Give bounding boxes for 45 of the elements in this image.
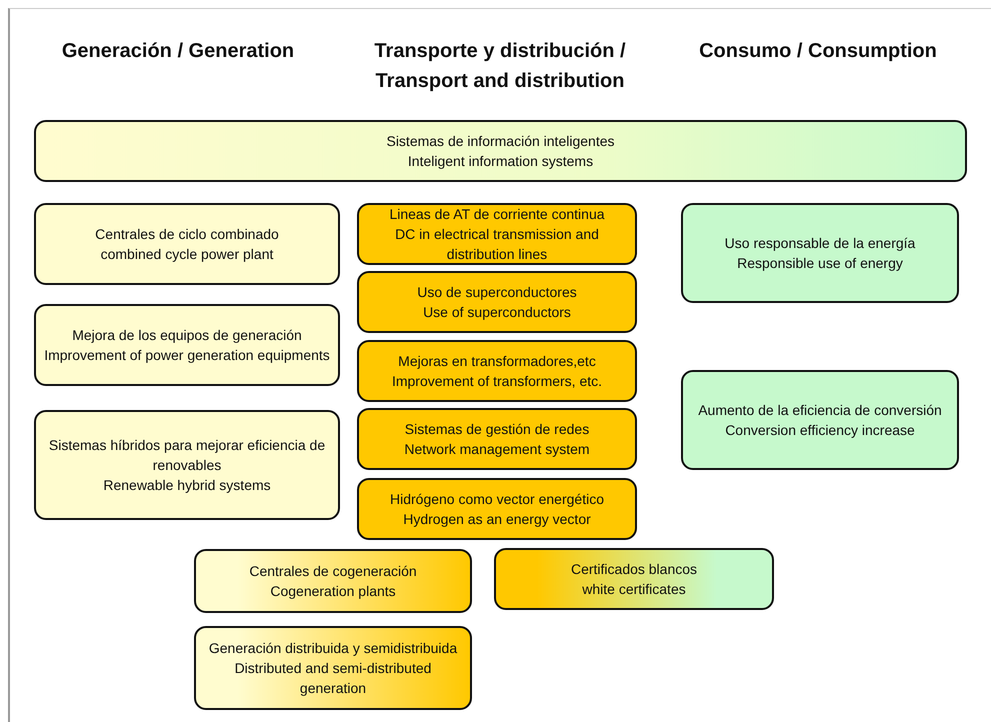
topic-box [34,410,340,520]
topic-text: Inteligent information systems [408,152,594,171]
topic-box [357,478,637,540]
topic-box [494,548,774,610]
topic-text: Sistemas de información inteligentes [386,132,614,151]
topic-box [681,203,959,303]
topic-text: Sistemas híbridos para mejorar eficiencia de renovables [48,436,326,475]
topic-text: Renewable hybrid systems [103,476,271,495]
topic-box [34,203,340,285]
topic-text: combined cycle power plant [100,245,274,264]
topic-text: Uso responsable de la energía [724,234,916,253]
topic-text: Uso de superconductores [417,283,577,302]
topic-box [357,203,637,265]
topic-box [681,370,959,470]
topic-text: Centrales de ciclo combinado [95,225,279,244]
topic-text: Cogeneration plants [270,582,396,601]
topic-text: Responsible use of energy [737,254,903,273]
topic-box [34,120,967,182]
topic-text: Use of superconductors [423,303,571,322]
topic-text: DC in electrical transmission and distribution lines [394,225,600,264]
topic-text: Improvement of transformers, etc. [392,372,602,391]
topic-text: Network management system [404,440,590,459]
topic-box [357,271,637,333]
topic-text: Aumento de la eficiencia de conversión [698,401,942,420]
topic-box [34,304,340,386]
topic-box [194,549,472,613]
topic-text: Lineas de AT de corriente continua [389,205,605,224]
topic-text: Centrales de cogeneración [249,562,417,581]
column-heading: Transporte y distribución / Transport and distribution [373,39,627,94]
topic-box [194,626,472,710]
topic-text: Hydrogen as an energy vector [403,510,591,529]
topic-text: Sistemas de gestión de redes [404,420,590,439]
topic-text: Certificados blancos [570,560,698,579]
topic-text: Improvement of power generation equipments [44,346,330,365]
topic-text: Generación distribuida y semidistribuida [208,639,458,658]
topic-text: Hidrógeno como vector energético [390,490,604,509]
topic-text: white certificates [582,580,686,599]
topic-text: Distributed and semi-distributed generation [234,659,432,698]
topic-box [357,408,637,470]
column-heading: Generación / Generation [60,39,296,64]
topic-text: Mejora de los equipos de generación [72,326,302,345]
column-heading: Consumo / Consumption [698,39,938,64]
topic-text: Mejoras en transformadores,etc [398,352,596,371]
topic-text: Conversion efficiency increase [725,421,915,440]
topic-box [357,340,637,402]
